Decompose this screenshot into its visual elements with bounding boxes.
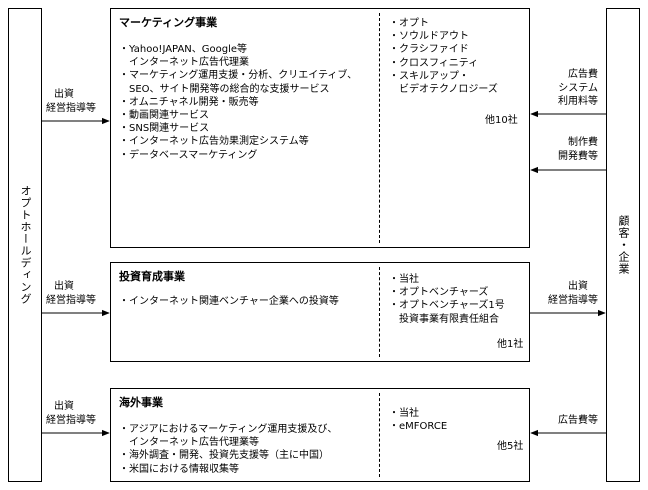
company-list: ・当社 ・オプトベンチャーズ ・オプトベンチャーズ1号 投資事業有限責任組合	[389, 273, 505, 326]
business-list: ・Yahoo!JAPAN、Google等 インターネット広告代理業 ・マーケティ…	[119, 43, 357, 162]
business-item: インターネット広告代理業等	[119, 437, 259, 449]
flow-label-right: 出資 経営指導等	[548, 281, 598, 306]
segment-title: 投資育成事業	[119, 270, 185, 283]
flow-label-left: 出資 経営指導等	[46, 401, 96, 426]
company-item: ・eMFORCE	[389, 421, 448, 433]
right-entity-label: 顧客・企業	[617, 215, 630, 275]
divider	[379, 267, 380, 357]
other-companies-count: 他10社	[485, 115, 518, 126]
company-item: ・オプトベンチャーズ1号	[389, 300, 505, 312]
flow-label-right: 広告費等	[558, 415, 598, 426]
company-item: ・クラシファイド	[389, 44, 469, 56]
segment-overseas: 海外事業 ・アジアにおけるマーケティング運用支援及び、 インターネット広告代理業…	[110, 388, 530, 482]
business-list: ・アジアにおけるマーケティング運用支援及び、 インターネット広告代理業等 ・海外…	[119, 423, 337, 476]
business-item: ・海外調査・開発、投資先支援等（主に中国）	[119, 450, 329, 462]
business-item: ・データベースマーケティング	[119, 149, 258, 161]
company-item: ・クロスフィニティ	[389, 57, 479, 69]
business-item: ・インターネット関連ベンチャー企業への投資等	[119, 296, 339, 307]
flow-label-right: 広告費 システム 利用料等	[558, 69, 598, 107]
company-item: ビデオテクノロジーズ	[389, 84, 498, 96]
company-list: ・オプト ・ソウルドアウト ・クラシファイド ・クロスフィニティ ・スキルアップ…	[389, 17, 498, 96]
segment-title: 海外事業	[119, 396, 163, 409]
company-list: ・当社 ・eMFORCE	[389, 407, 447, 433]
business-list: ・インターネット関連ベンチャー企業への投資等	[119, 295, 339, 308]
right-entity-box: 顧客・企業	[606, 8, 640, 482]
company-item: ・当社	[389, 274, 419, 285]
flow-label-right: 制作費 開発費等	[558, 137, 598, 162]
flow-label-left: 出資 経営指導等	[46, 281, 96, 306]
segment-investment: 投資育成事業 ・インターネット関連ベンチャー企業への投資等 ・当社 ・オプトベン…	[110, 262, 530, 362]
flow-label-left: 出資 経営指導等	[46, 89, 96, 114]
left-entity-label: オプトホールディング	[19, 185, 32, 305]
company-item: ・スキルアップ・	[389, 70, 469, 82]
company-item: ・オプト	[389, 18, 429, 29]
segment-title: マーケティング事業	[119, 16, 218, 29]
other-companies-count: 他5社	[497, 441, 524, 452]
company-item: 投資事業有限責任組合	[389, 313, 499, 325]
business-item: インターネット広告代理業	[119, 57, 249, 69]
business-item: ・Yahoo!JAPAN、Google等	[119, 44, 248, 55]
business-item: ・SNS関連サービス	[119, 123, 210, 135]
business-item: SEO、サイト開発等の総合的な支援サービス	[119, 83, 330, 95]
other-companies-count: 他1社	[497, 339, 524, 350]
left-entity-box: オプトホールディング	[8, 8, 42, 482]
company-item: ・ソウルドアウト	[389, 31, 469, 43]
divider	[379, 393, 380, 477]
business-item: ・米国における情報収集等	[119, 463, 239, 475]
business-item: ・マーケティング運用支援・分析、クリエイティブ、	[119, 70, 358, 82]
segment-marketing: マーケティング事業 ・Yahoo!JAPAN、Google等 インターネット広告…	[110, 8, 530, 248]
business-item: ・アジアにおけるマーケティング運用支援及び、	[119, 424, 338, 435]
company-item: ・オプトベンチャーズ	[389, 287, 489, 299]
business-item: ・オムニチャネル開発・販売等	[119, 96, 259, 108]
divider	[379, 13, 380, 243]
business-item: ・動画関連サービス	[119, 110, 209, 122]
company-item: ・当社	[389, 408, 419, 419]
business-item: ・インターネット広告効果測定システム等	[119, 136, 309, 148]
